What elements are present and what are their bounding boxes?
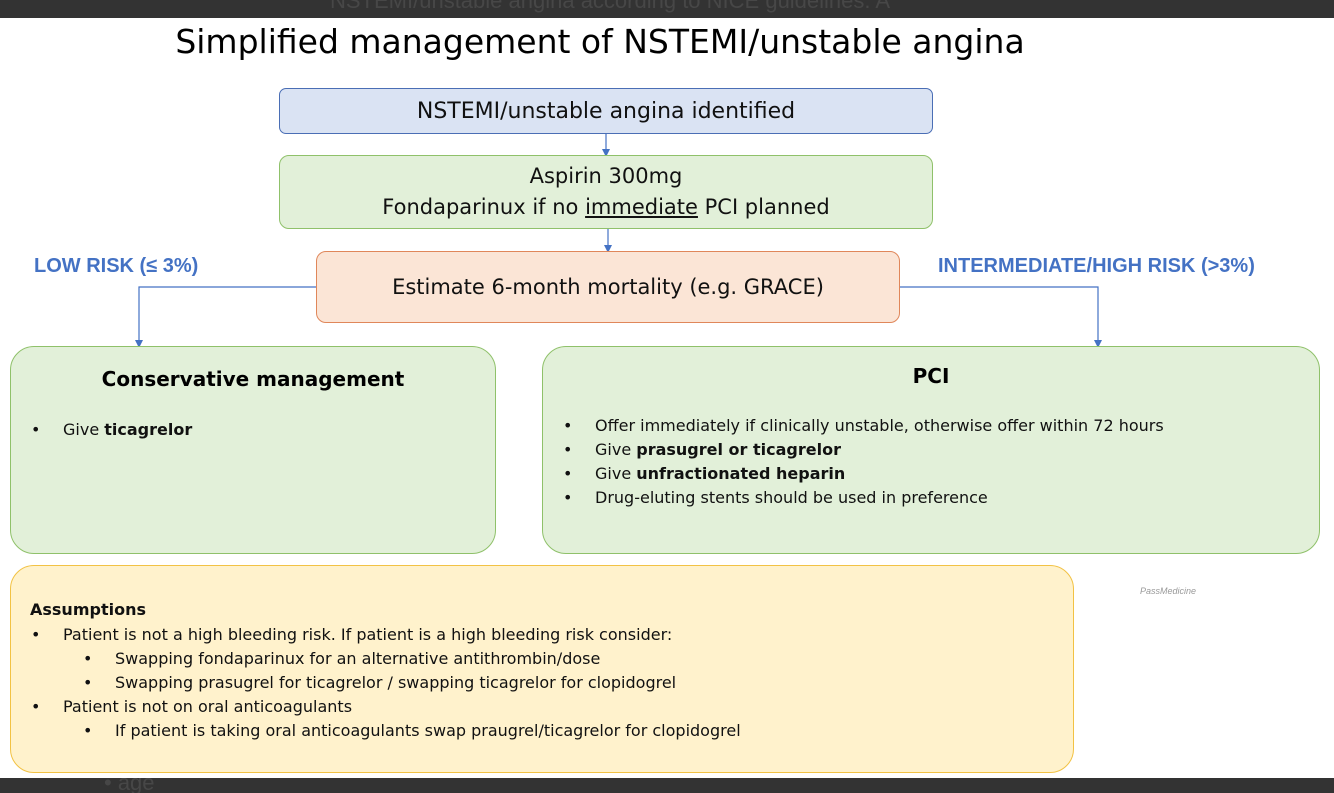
background-text-top: NSTEMI/unstable angina according to NICE… <box>330 0 891 13</box>
conservative-list: •Give ticagrelor <box>31 418 193 442</box>
assumptions-panel: Assumptions •Patient is not a high bleed… <box>10 565 1074 773</box>
assumptions-title: Assumptions <box>30 600 146 619</box>
arrow-mortality-to-pci <box>900 286 1102 348</box>
step-identified: NSTEMI/unstable angina identified <box>279 88 933 134</box>
conservative-management-panel: Conservative management •Give ticagrelor <box>10 346 496 554</box>
step-estimate-mortality: Estimate 6-month mortality (e.g. GRACE) <box>316 251 900 323</box>
diagram-title: Simplified management of NSTEMI/unstable… <box>175 22 1025 61</box>
background-page-bottom-strip: • age <box>0 778 1334 793</box>
assumptions-list: •Patient is not a high bleeding risk. If… <box>31 623 741 743</box>
step-identified-text: NSTEMI/unstable angina identified <box>416 98 796 124</box>
list-item: •Give ticagrelor <box>31 420 193 439</box>
high-risk-label: INTERMEDIATE/HIGH RISK (>3%) <box>938 255 1255 277</box>
list-item: •Patient is not a high bleeding risk. If… <box>31 625 673 644</box>
list-item: •Give unfractionated heparin <box>563 464 846 483</box>
pci-title: PCI <box>912 364 950 388</box>
fondaparinux-text: Fondaparinux if no immediate PCI planned <box>382 195 830 219</box>
immediate-underline: immediate <box>585 195 698 219</box>
step-mortality-text: Estimate 6-month mortality (e.g. GRACE) <box>392 275 824 299</box>
pci-list: •Offer immediately if clinically unstabl… <box>563 414 1164 510</box>
aspirin-text: Aspirin 300mg <box>529 164 683 188</box>
list-item: •Patient is not on oral anticoagulants <box>31 697 353 716</box>
pci-panel: PCI •Offer immediately if clinically uns… <box>542 346 1320 554</box>
list-item: •Drug-eluting stents should be used in p… <box>563 488 988 507</box>
list-subitem: •If patient is taking oral anticoagulant… <box>83 721 741 740</box>
list-item: •Offer immediately if clinically unstabl… <box>563 416 1164 435</box>
arrow-mortality-to-conservative <box>135 286 316 348</box>
list-subitem: •Swapping fondaparinux for an alternativ… <box>83 649 601 668</box>
background-text-bottom: • age <box>104 778 155 793</box>
conservative-title: Conservative management <box>101 367 405 391</box>
background-page-top-strip: NSTEMI/unstable angina according to NICE… <box>0 0 1334 18</box>
passmedicine-watermark: PassMedicine <box>1140 586 1197 596</box>
list-item: •Give prasugrel or ticagrelor <box>563 440 841 459</box>
list-subitem: •Swapping prasugrel for ticagrelor / swa… <box>83 673 677 692</box>
step-aspirin-fondaparinux: Aspirin 300mg Fondaparinux if no immedia… <box>279 155 933 229</box>
low-risk-label: LOW RISK (≤ 3%) <box>34 255 199 277</box>
